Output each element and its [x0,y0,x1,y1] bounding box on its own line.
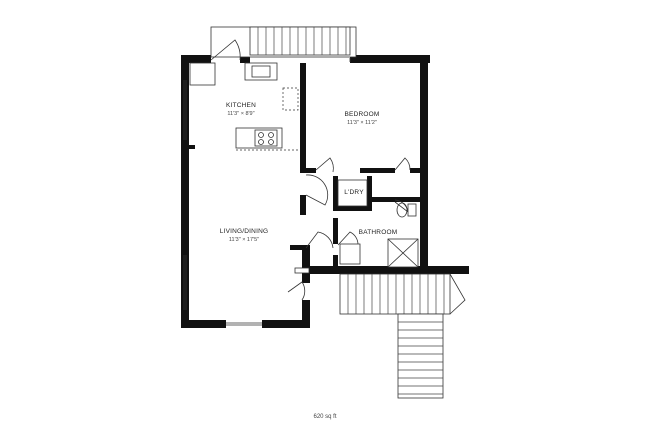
bedroom-bottom-mid [360,168,395,173]
living-dining-label: LIVING/DINING [220,228,268,235]
total-area: 620 sq ft [313,414,336,420]
closet-wall [290,245,308,250]
top-wall-kitchen [240,55,250,63]
kitchen-bedroom-wall [300,63,306,173]
laundry-left-wall [333,176,338,210]
living-right-lower [302,245,310,283]
top-stairs [210,26,357,61]
top-wall-left [181,55,211,63]
dishwasher-outline [282,87,299,111]
bath-fixtures [294,179,419,274]
bottom-wall-right [262,320,310,328]
kitchen-dims: 11'3" × 8'9" [227,111,254,117]
bath-top-wall [372,197,420,202]
rear-stairs [339,273,466,399]
toilet [396,202,408,218]
bedroom-bottom-left [306,168,316,173]
toilet-tank [407,203,417,217]
laundry-box [337,179,368,207]
bedroom-bottom-right [410,168,420,173]
bottom-wall-left [181,320,226,328]
bath-left-wall-upper [333,218,338,244]
bedroom-dims: 11'3" × 11'2" [347,120,377,126]
windows [183,58,351,326]
walls [181,55,469,328]
stove [254,129,278,147]
bathroom-label: BATHROOM [359,229,398,236]
room-labels: KITCHEN 11'3" × 8'9" BEDROOM 11'3" × 11'… [220,102,398,243]
kitchen-label: KITCHEN [226,102,256,109]
bedroom-label: BEDROOM [345,111,380,118]
kitchen-fixtures [189,62,299,151]
right-wall [420,55,428,273]
laundry-bottom-wall [333,206,372,211]
interior-wall-mid [300,195,306,215]
bath-left-wall-lower [333,255,338,270]
porch-wall [302,266,469,274]
vanity [339,243,361,265]
stub-1 [189,145,195,149]
fridge [189,62,216,86]
top-wall-bedroom [350,55,430,63]
laundry-label: L'DRY [344,189,364,196]
living-dining-dims: 11'3" × 17'5" [229,237,259,243]
living-right-bottom [302,300,310,328]
kitchen-sink [251,65,271,78]
laundry-right-wall [367,176,372,210]
left-wall [181,55,189,328]
